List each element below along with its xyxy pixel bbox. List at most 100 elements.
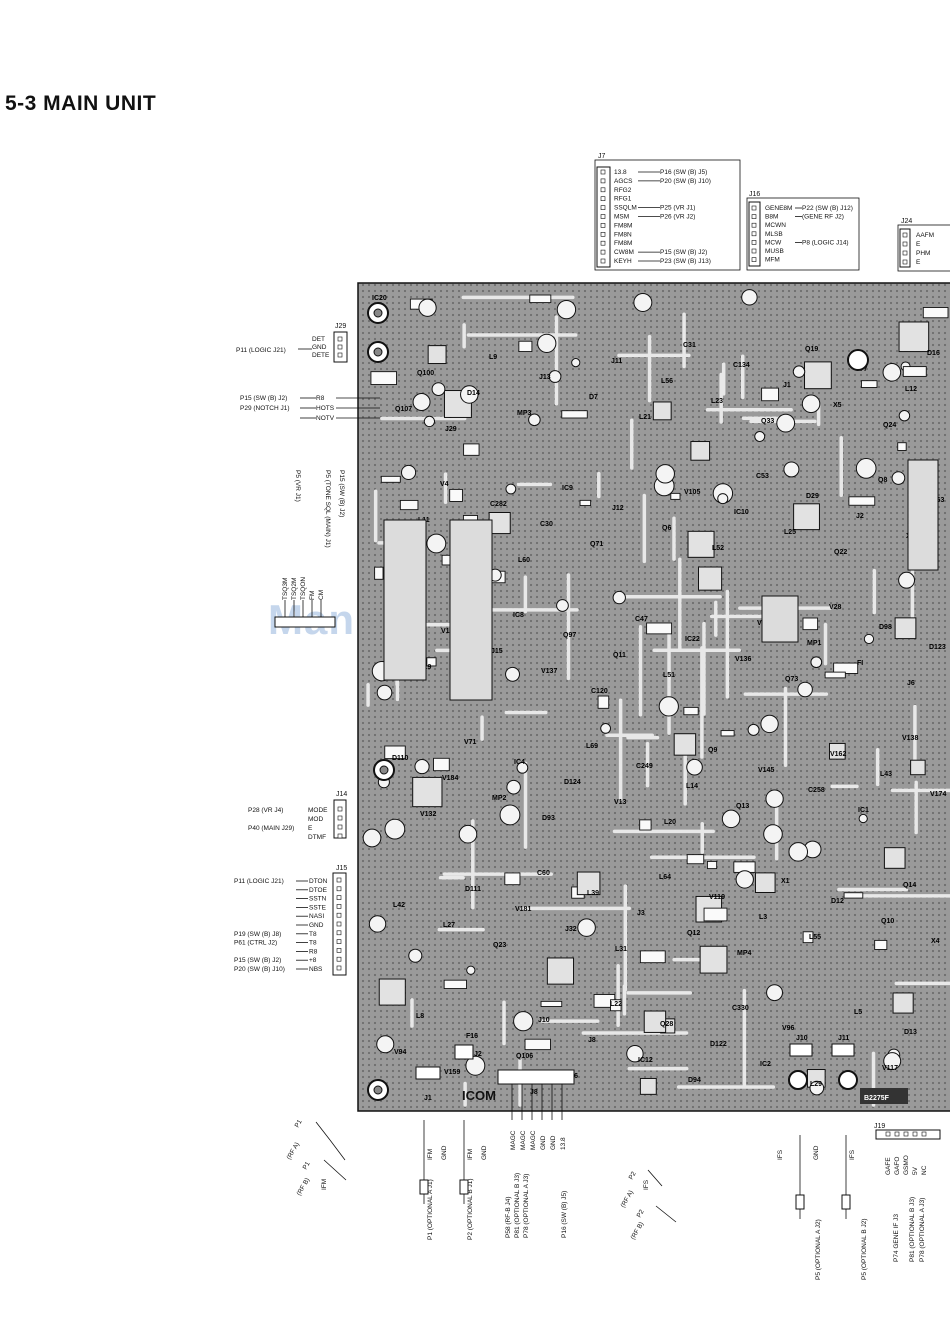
pcb-resistor [370, 371, 397, 385]
pcb-capacitor [505, 666, 520, 682]
tone-sql-label: TSQON [300, 577, 307, 600]
pin [336, 877, 342, 883]
pcb-resistor [902, 366, 927, 377]
pcb-resistor [670, 492, 681, 500]
connector-j19-label: GAFO [894, 1157, 901, 1175]
pin [337, 344, 343, 350]
pin [751, 240, 757, 245]
pcb-resistor [639, 950, 666, 964]
connector-j14-title: J14 [336, 791, 347, 798]
pcb-resistor [561, 410, 588, 419]
connector-j7-pin-ref: P15 (SW (B) J2) [660, 249, 707, 256]
pcb-coil [652, 401, 672, 421]
connector-j15-label: R8 [309, 948, 318, 955]
pcb-component-label: L31 [615, 946, 627, 953]
pcb-component-label: Q97 [563, 632, 576, 639]
pcb-capacitor [882, 363, 902, 382]
pcb-capacitor [414, 759, 430, 775]
pcb-resistor [802, 617, 819, 631]
pcb-component-label: D93 [542, 815, 555, 822]
connector-j15-ref: P61 (CTRL J2) [234, 940, 277, 947]
pin [600, 258, 606, 264]
pcb-component-label: V137 [541, 668, 557, 675]
pin [600, 240, 606, 246]
connector-j16-pin-label: MCW [765, 239, 782, 246]
page-title: 5-3 MAIN UNIT [5, 92, 157, 115]
pin [751, 248, 757, 254]
pcb-capacitor [766, 984, 783, 1002]
cable-p2-top: P2 [628, 1170, 638, 1181]
connector-j15-label: NBS [309, 966, 323, 973]
connector-j16-frame [746, 197, 860, 271]
pcb-capacitor [776, 413, 796, 433]
pcb-capacitor [855, 458, 877, 479]
pcb-resistor [433, 757, 450, 772]
ic-block-right [907, 459, 939, 571]
connector-j8-label: 13.8 [560, 1137, 567, 1150]
pcb-component-label: X1 [781, 878, 790, 885]
pcb-component-label: V132 [420, 811, 436, 818]
pcb-coil [828, 742, 846, 760]
pcb-component-label: Q6 [662, 525, 671, 532]
pcb-resistor [706, 860, 718, 870]
pcb-component-label: L69 [586, 743, 598, 750]
pcb-component-label: V4 [440, 481, 449, 488]
connector-j16-pin-label: MFM [765, 257, 780, 264]
connector-j19-label: NC [921, 1165, 928, 1175]
connector-j15-label: +8 [309, 957, 317, 964]
pcb-component-label: Q24 [883, 422, 896, 429]
pin [751, 222, 757, 228]
pcb-component-label: L39 [587, 890, 599, 897]
pcb-component-label: C282 [490, 501, 507, 508]
pcb-capacitor [516, 761, 529, 774]
pcb-component-label: L9 [489, 354, 497, 361]
pcb-capacitor [717, 493, 729, 505]
connector-j24-pin-label: E [916, 241, 921, 248]
pcb-component-label: J1 [783, 382, 791, 389]
pcb-component-label: Q9 [708, 747, 717, 754]
connector-j24-title: J24 [901, 218, 912, 225]
pcb-component-label: V94 [394, 1049, 407, 1056]
pin [337, 833, 343, 839]
pcb-capacitor [423, 415, 436, 428]
pcb-capacitor [412, 393, 431, 411]
mounting-hole-center [373, 308, 383, 318]
pcb-component-label: IC2 [760, 1061, 771, 1068]
pcb-resistor [540, 1000, 563, 1007]
pcb-component-label: V71 [464, 739, 477, 746]
pcb-coil [639, 1077, 657, 1095]
pcb-capacitor [537, 333, 557, 353]
pcb-component-label: C258 [808, 787, 825, 794]
pcb-capacitor [401, 464, 417, 480]
pcb-resistor [922, 307, 949, 319]
pcb-resistor [843, 892, 864, 899]
pin [336, 948, 342, 953]
pcb-component-label: F16 [466, 1033, 478, 1040]
pcb-component-label: C330 [732, 1005, 749, 1012]
pcb-component-label: J29 [445, 426, 457, 433]
cable-p2-top-sub: (RF A) [620, 1189, 635, 1209]
connector-j8-ref: P78 (OPTIONAL A J3) [523, 1174, 530, 1238]
pin [336, 912, 342, 918]
pin [600, 187, 606, 193]
connector-j19-ref: P78 (OPTIONAL A J3) [919, 1198, 926, 1262]
pin [337, 824, 343, 830]
pin [336, 930, 342, 936]
pcb-coil [687, 530, 715, 558]
pcb-component-label: J3 [637, 910, 645, 917]
pcb-component-label: L8 [416, 1013, 424, 1020]
connector-j1-label: GND [441, 1145, 448, 1160]
connector-j16-pin-ref: P8 (LOGIC J14) [802, 239, 849, 246]
connector-j6-label: R8 [316, 395, 325, 402]
connector-j19-title: J19 [874, 1123, 885, 1130]
connector-j8-label: MAGC [530, 1130, 537, 1150]
connector-j14-label: MODE [308, 807, 328, 814]
pcb-capacitor [466, 965, 476, 975]
connector-j10-plug [795, 1194, 805, 1210]
pcb-capacitor [528, 413, 541, 427]
pcb-component-label: V159 [444, 1069, 460, 1076]
pin [336, 886, 342, 892]
pcb-component-label: C134 [733, 362, 750, 369]
